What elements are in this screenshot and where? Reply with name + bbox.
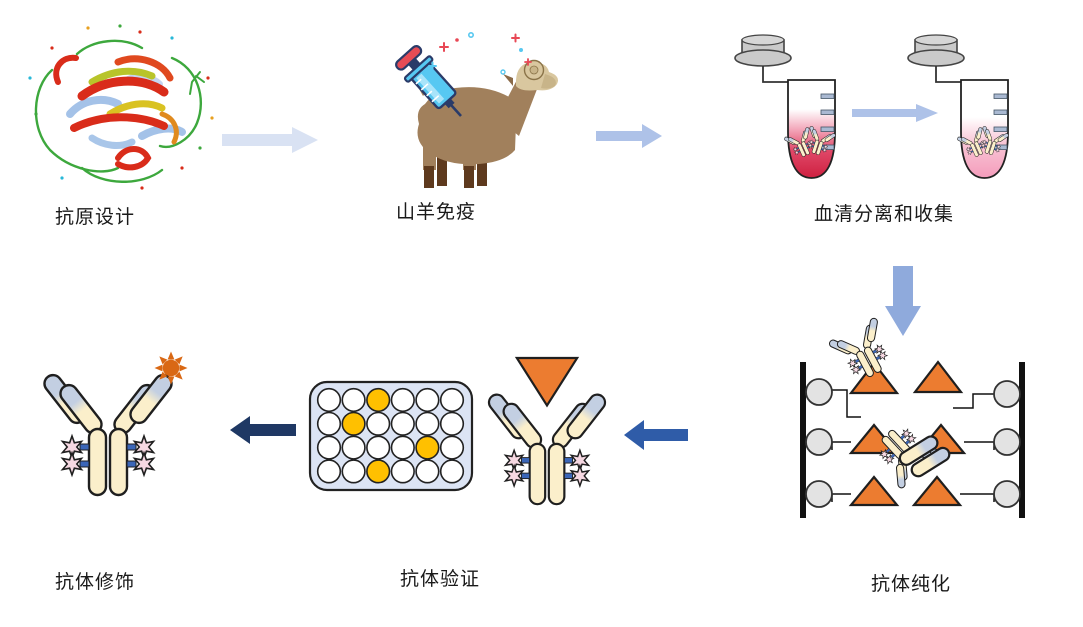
step-label-antibody-modification: 抗体修饰: [55, 572, 136, 593]
sun-label-icon: [155, 352, 188, 385]
affinity-purification-column-icon: [800, 330, 1025, 518]
well-positive: [415, 435, 440, 460]
antibody-icon: [486, 392, 608, 505]
well-empty: [341, 435, 366, 460]
well-empty: [366, 411, 391, 436]
goat-with-syringe-icon: [395, 31, 558, 188]
well-empty: [439, 387, 465, 413]
well-empty: [390, 435, 415, 460]
microplate-wells: [316, 387, 465, 484]
tube-cap-icon: [907, 49, 965, 67]
well-positive: [366, 387, 391, 413]
tube-cap-icon: [734, 49, 792, 67]
well-empty: [439, 459, 465, 484]
well-positive: [341, 411, 366, 436]
well-empty: [415, 387, 440, 413]
column-wall-left: [800, 362, 806, 518]
bead-circles: [805, 378, 1021, 508]
column-wall-right: [1019, 362, 1025, 518]
well-empty: [316, 411, 342, 436]
syringe-icon: [395, 45, 462, 117]
serum-tube-dark-icon: [734, 34, 837, 179]
antigen-triangles: [848, 360, 967, 507]
arrow-right-1-icon: [222, 127, 318, 153]
well-positive: [366, 459, 391, 484]
microplate-icon: [308, 380, 474, 492]
step-label-goat-immunization: 山羊免疫: [396, 202, 477, 223]
scatter-dots: [28, 24, 214, 190]
sparkles-icon: [428, 31, 532, 75]
protein-structure-icon: [28, 24, 214, 190]
well-empty: [390, 411, 415, 436]
labeled-antibody-with-sun-icon: [38, 345, 188, 495]
serum-tube-light-icon: [907, 34, 1010, 179]
step-label-antigen-design: 抗原设计: [55, 207, 136, 228]
antibody-antigen-binding-icon: [482, 356, 612, 506]
serum-tubes-icon: [734, 34, 1018, 179]
antigen-triangle-icon: [514, 356, 580, 408]
well-empty: [341, 387, 366, 413]
arrow-left-1-icon: [624, 420, 688, 450]
well-empty: [366, 435, 391, 460]
well-empty: [390, 387, 415, 413]
well-empty: [316, 459, 342, 484]
step-label-antibody-purification: 抗体纯化: [871, 574, 952, 595]
arrow-down-icon: [885, 266, 921, 336]
well-empty: [316, 435, 342, 460]
arrow-right-2-icon: [596, 124, 662, 148]
well-empty: [415, 459, 440, 484]
well-empty: [439, 411, 465, 436]
well-empty: [415, 411, 440, 436]
well-empty: [439, 435, 465, 460]
antibody-icon: [41, 372, 175, 495]
arrow-left-2-icon: [230, 416, 296, 444]
arrow-right-3-icon: [852, 104, 938, 122]
tube-graduation-marks: [820, 93, 835, 150]
well-empty: [341, 459, 366, 484]
well-empty: [316, 387, 342, 413]
step-label-antibody-validation: 抗体验证: [400, 569, 481, 590]
well-empty: [390, 459, 415, 484]
step-label-serum-separation: 血清分离和收集: [814, 204, 955, 225]
